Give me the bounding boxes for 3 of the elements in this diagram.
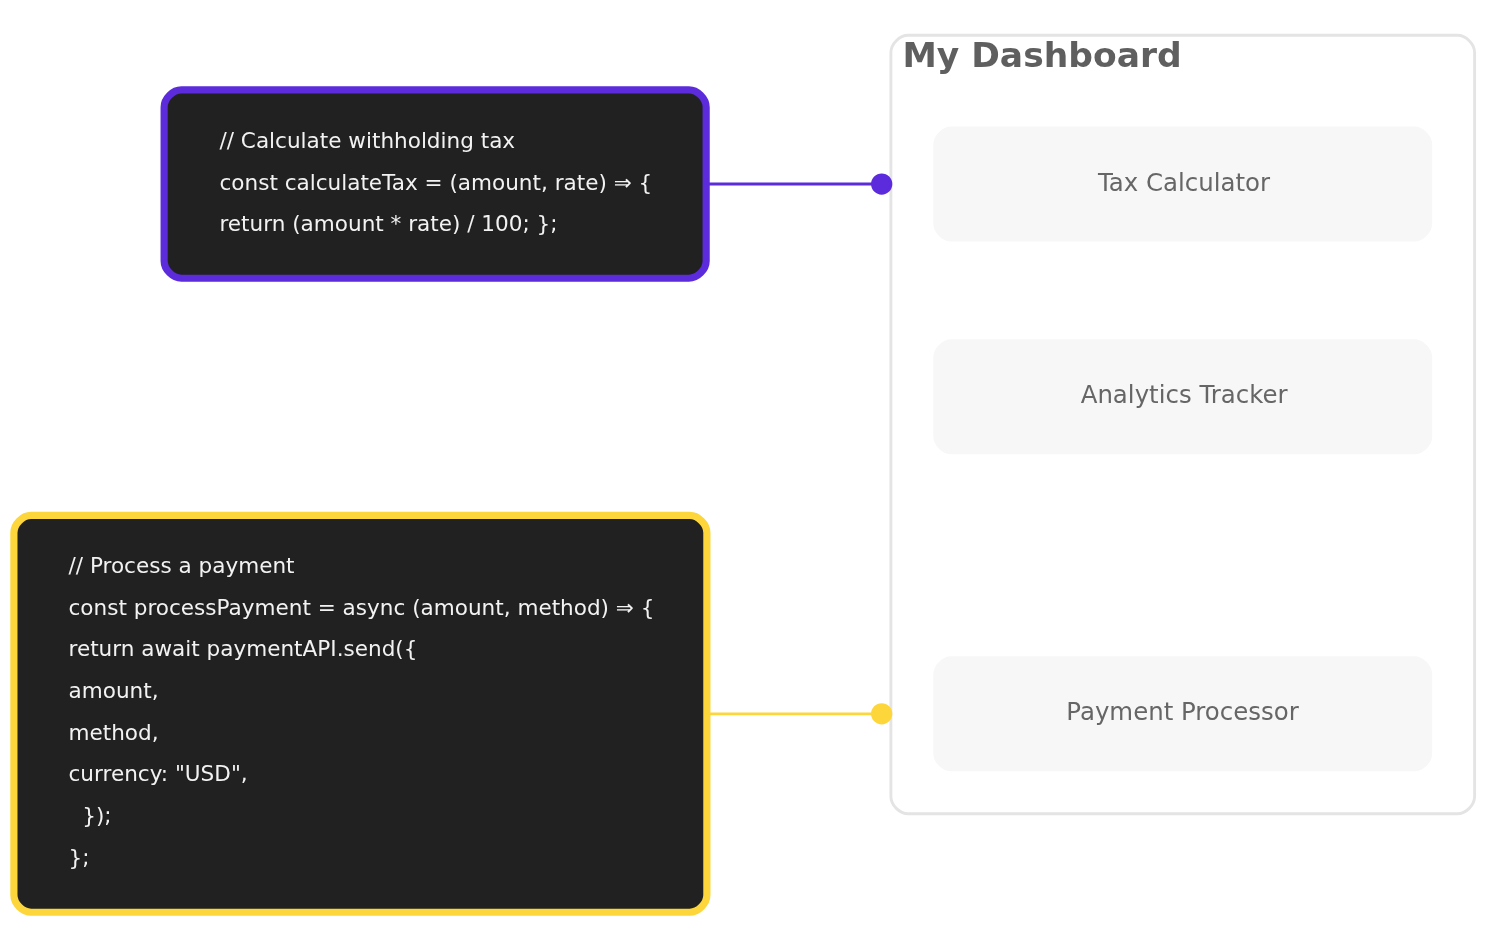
node-box: // Calculate withholding tax const calculateTax = (amount, rate) ⇒ { return (amount * rate) / 100; }; — [160, 86, 710, 282]
node-box: // Process a payment const processPayment = async (amount, method) ⇒ { return await paymentAPI.send({ amount, method, currency: "USD", }); }; — [10, 511, 711, 916]
connector — [706, 173, 893, 195]
